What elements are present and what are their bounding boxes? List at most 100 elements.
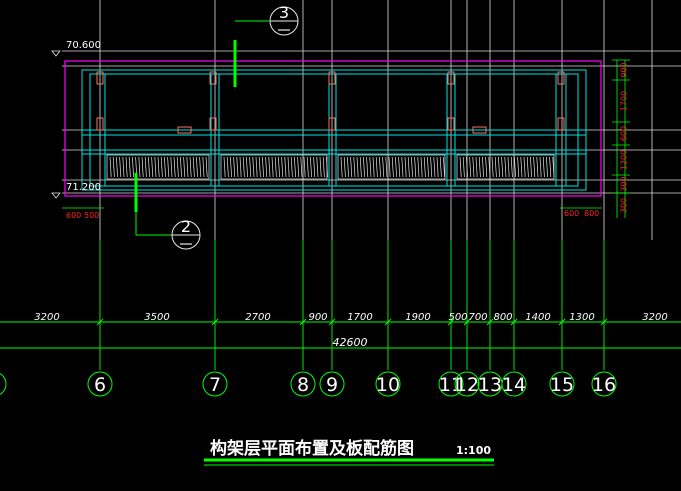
axis-bubble-8: 8 [290, 371, 316, 397]
axis-bubble-7: 7 [202, 371, 228, 397]
hatch-stroke [395, 156, 397, 178]
hatch-stroke [391, 156, 394, 178]
right-vertical-dim-3: 600 [620, 126, 629, 141]
span-dimension-8: 700 [468, 312, 487, 323]
axis-label-13: 13 [478, 374, 502, 396]
span-dimension-6: 1900 [405, 312, 430, 323]
hatch-stroke [353, 156, 356, 178]
hatch-stroke [186, 156, 189, 178]
axis-bubble-circle [454, 371, 480, 397]
hatch-stroke [306, 156, 309, 178]
axis-bubble-circle [87, 371, 113, 397]
hatch-stroke [466, 156, 468, 178]
hatch-stroke [347, 156, 349, 178]
axis-label-6: 6 [94, 374, 106, 396]
hatch-stroke [382, 156, 385, 178]
hatch-stroke [533, 156, 536, 178]
span-dimension-4: 900 [308, 312, 327, 323]
hatch-stroke [443, 156, 445, 178]
axis-extension-lines [96, 240, 608, 370]
hatch-stroke [297, 156, 300, 178]
hatch-stroke [180, 156, 182, 178]
hatch-stroke [199, 156, 202, 178]
section-mark-3[interactable]: 3 [233, 3, 299, 87]
hatch-stroke [469, 156, 472, 178]
horizontal-grid-lines [62, 50, 681, 194]
axis-bubble-circle [202, 371, 228, 397]
hatch-stroke [485, 156, 488, 178]
axis-label-16: 16 [592, 374, 616, 396]
hatch-stroke [498, 156, 500, 178]
hatch-stroke [176, 156, 179, 178]
right-vertical-dim-6: 300 [620, 198, 629, 213]
hatch-stroke [313, 156, 316, 178]
section-mark-2[interactable]: 2 [134, 173, 201, 250]
hatch-stroke [363, 156, 365, 178]
hatch-stroke [138, 156, 141, 178]
hatch-stroke [230, 156, 232, 178]
hatch-stroke [196, 156, 198, 178]
right-dim-2: 800 [584, 209, 599, 218]
right-vertical-dim-2: 1700 [620, 91, 629, 111]
hatch-stroke [274, 156, 277, 178]
hatch-stroke [319, 156, 322, 178]
span-dimension-7: 500 [448, 312, 467, 323]
drawing-scale: 1:100 [456, 444, 491, 457]
span-dimension-lines [0, 321, 681, 349]
span-dimension-2: 3500 [144, 312, 169, 323]
hatch-stroke [472, 156, 475, 178]
hatch-stroke [423, 156, 426, 178]
overall-dimension: 42600 [333, 336, 368, 349]
axis-bubble-15: 15 [549, 371, 575, 397]
hatch-stroke [183, 156, 186, 178]
axis-bubble-circle [438, 371, 464, 397]
axis-label-9: 9 [326, 374, 338, 396]
hatch-stroke [343, 156, 346, 178]
axis-bubble-16: 16 [591, 371, 617, 397]
axis-label-8: 8 [297, 374, 309, 396]
hatch-stroke [265, 156, 268, 178]
hatch-stroke [119, 156, 122, 178]
hatch-stroke [258, 156, 261, 178]
hatch-stroke [507, 156, 510, 178]
hatch-stroke [539, 156, 542, 178]
hatch-stroke [427, 156, 429, 178]
hatch-stroke [542, 156, 545, 178]
hatch-stroke [125, 156, 128, 178]
hatch-stroke [151, 156, 154, 178]
hatch-stroke [530, 156, 532, 178]
hatch-stroke [300, 156, 303, 178]
hatch-stroke [310, 156, 312, 178]
hatch-stroke [407, 156, 410, 178]
axis-bubble-6: 6 [87, 371, 113, 397]
axis-label-15: 15 [550, 374, 574, 396]
beam-outlines [81, 69, 587, 191]
hatch-stroke [116, 156, 118, 178]
hatch-stroke [459, 156, 462, 178]
hatch-stroke [112, 156, 115, 178]
hatch-stroke [430, 156, 433, 178]
span-dimension-12: 3200 [642, 312, 667, 323]
span-dimension-9: 800 [493, 312, 512, 323]
hatch-stroke [164, 156, 166, 178]
hatch-stroke [144, 156, 147, 178]
grating-hatch-panels [106, 154, 555, 180]
hatch-stroke [242, 156, 245, 178]
column-marks [96, 71, 565, 134]
hatch-stroke [255, 156, 258, 178]
hatch-stroke [128, 156, 131, 178]
hatch-stroke [141, 156, 144, 178]
hatch-stroke [388, 156, 391, 178]
hatch-stroke [268, 156, 271, 178]
elevation-top-label: 70.600 [66, 40, 101, 51]
left-dim-1: 600 [66, 211, 81, 220]
hatch-stroke [417, 156, 420, 178]
span-dimension-10: 1400 [525, 312, 550, 323]
hatch-stroke [262, 156, 264, 178]
hatch-stroke [510, 156, 513, 178]
axis-bubble-circle [549, 371, 575, 397]
hatch-stroke [526, 156, 529, 178]
